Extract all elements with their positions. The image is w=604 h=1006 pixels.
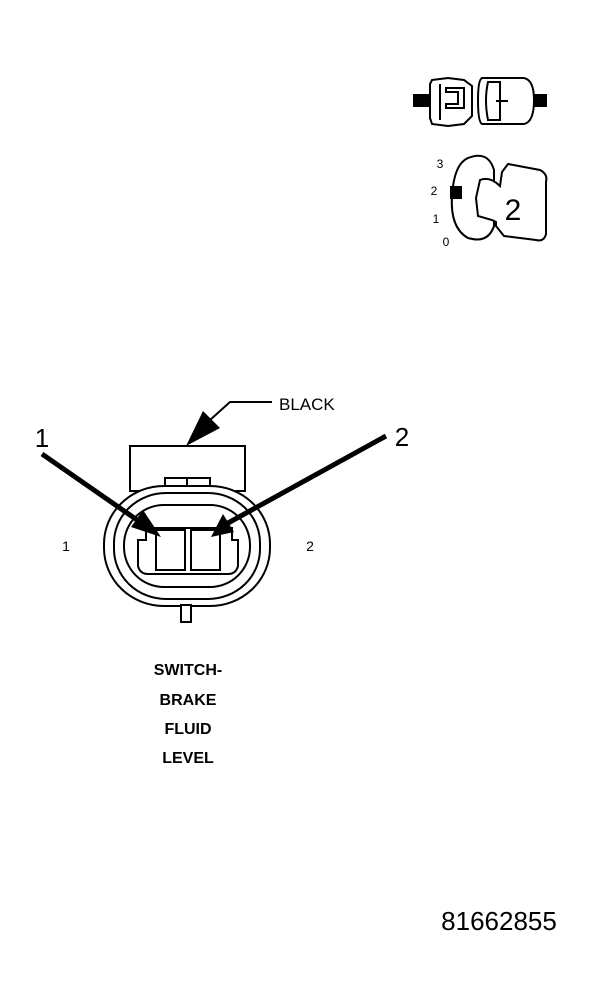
callout-2: 2 — [395, 422, 409, 452]
scale-label-1: 1 — [433, 212, 440, 226]
cavity-label-2: 2 — [306, 538, 314, 554]
connector-body — [103, 445, 271, 623]
black-leader — [186, 401, 272, 446]
scale-label-2: 2 — [431, 184, 438, 198]
callout-1: 1 — [35, 423, 49, 453]
caption-line-2: BRAKE — [160, 692, 217, 709]
scale-label-3: 3 — [437, 157, 444, 171]
connector-view-icon — [413, 76, 548, 242]
scale-label-0: 0 — [443, 235, 450, 249]
arrow-terminal-2 — [211, 433, 388, 537]
arrow-terminal-1 — [40, 451, 161, 537]
wire-color-label: BLACK — [279, 395, 335, 414]
caption-line-4: LEVEL — [162, 750, 214, 767]
figure-id: 81662855 — [441, 906, 557, 936]
cavity-label-1: 1 — [62, 538, 70, 554]
caption-line-3: FLUID — [164, 721, 211, 738]
caption-line-1: SWITCH- — [154, 662, 222, 679]
key-number: 2 — [505, 194, 522, 227]
